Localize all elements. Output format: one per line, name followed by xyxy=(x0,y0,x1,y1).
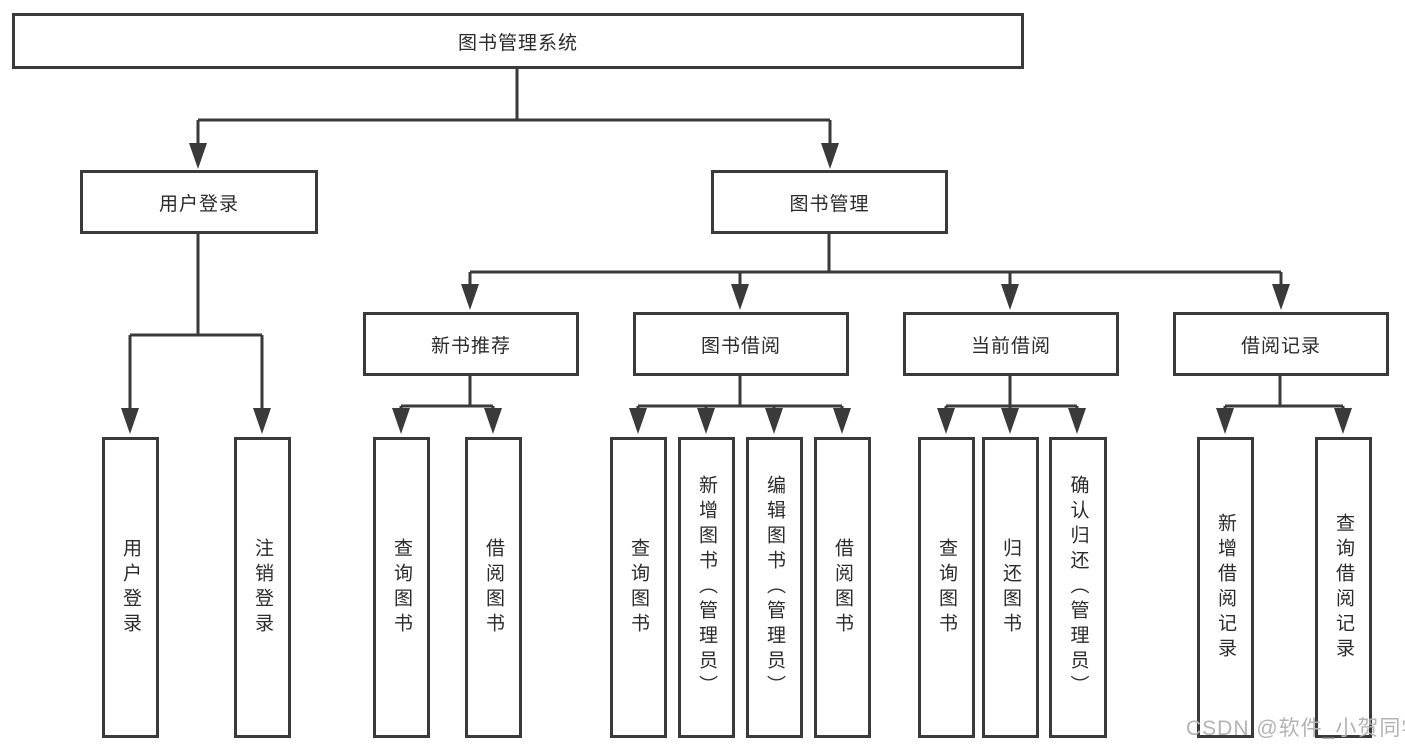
node-label: 图书借阅 xyxy=(700,335,781,357)
node-label: 新书推荐 xyxy=(430,335,511,357)
node-label: 注销登录 xyxy=(252,537,273,638)
leaf-logout: 注销登录 xyxy=(234,437,291,738)
leaf-user-login: 用户登录 xyxy=(102,437,159,738)
node-label: 查询图书 xyxy=(936,537,957,638)
node-label: 新增借阅记录 xyxy=(1215,512,1236,663)
csdn-watermark: CSDN @软件_小贺同学 xyxy=(1186,717,1405,740)
node-borrow-records: 借阅记录 xyxy=(1173,312,1389,376)
node-label: 当前借阅 xyxy=(970,335,1051,357)
node-label: 图书管理 xyxy=(789,193,870,215)
leaf-add-borrow-record: 新增借阅记录 xyxy=(1197,437,1254,738)
node-label: 借阅记录 xyxy=(1240,335,1321,357)
leaf-query-books-current: 查询图书 xyxy=(918,437,975,738)
node-label: 查询图书 xyxy=(628,537,649,638)
node-label: 归还图书 xyxy=(1000,537,1021,638)
node-book-management-branch: 图书管理 xyxy=(711,170,948,234)
node-label: 图书管理系统 xyxy=(457,32,578,54)
node-label: 确认归还（管理员） xyxy=(1067,475,1089,700)
node-new-book-recommend: 新书推荐 xyxy=(363,312,579,376)
leaf-add-books-admin: 新增图书（管理员） xyxy=(678,437,735,738)
node-user-login-branch: 用户登录 xyxy=(80,170,318,234)
node-label: 编辑图书（管理员） xyxy=(764,475,785,700)
node-label: 借阅图书 xyxy=(483,537,504,638)
leaf-query-books-borrow: 查询图书 xyxy=(610,437,667,738)
node-current-borrow: 当前借阅 xyxy=(903,312,1119,376)
node-label: 查询借阅记录 xyxy=(1333,512,1354,663)
leaf-query-borrow-record: 查询借阅记录 xyxy=(1315,437,1372,738)
node-root-system: 图书管理系统 xyxy=(12,13,1024,69)
leaf-edit-books-admin: 编辑图书（管理员） xyxy=(746,437,803,738)
leaf-borrow-books: 借阅图书 xyxy=(814,437,871,738)
leaf-confirm-return-admin: 确认归还（管理员） xyxy=(1049,437,1107,738)
leaf-return-books: 归还图书 xyxy=(982,437,1039,738)
node-label: 借阅图书 xyxy=(832,537,853,638)
arrowhead-icons xyxy=(121,143,1352,434)
node-label: 新增图书（管理员） xyxy=(696,475,717,700)
node-label: 用户登录 xyxy=(120,537,141,638)
leaf-query-books-recommend: 查询图书 xyxy=(373,437,430,738)
node-label: 查询图书 xyxy=(391,537,412,638)
node-book-borrow: 图书借阅 xyxy=(633,312,849,376)
node-label: 用户登录 xyxy=(158,193,239,215)
leaf-borrow-books-recommend: 借阅图书 xyxy=(465,437,522,738)
